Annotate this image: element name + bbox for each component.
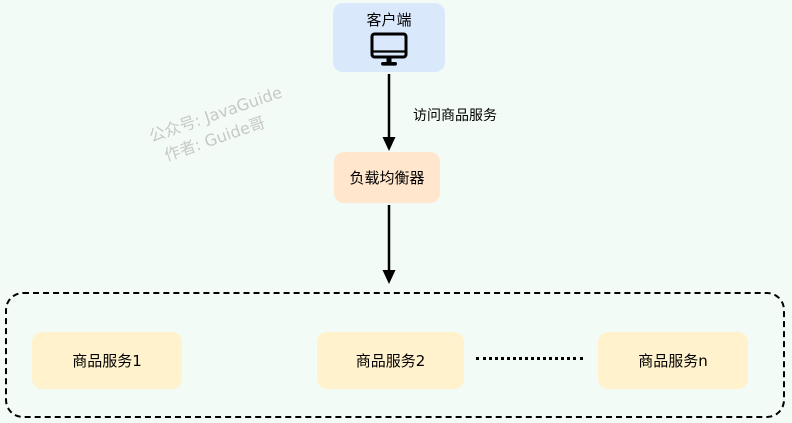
load-balancer-label: 负载均衡器: [349, 169, 425, 187]
load-balancer-node: 负载均衡器: [334, 152, 440, 203]
services-group-container: [5, 292, 785, 418]
service-1-label: 商品服务1: [72, 352, 142, 370]
ellipsis-dots: [476, 357, 583, 360]
edge-label-access-service: 访问商品服务: [413, 108, 497, 124]
client-node: 客户端: [333, 3, 445, 72]
client-label: 客户端: [366, 11, 412, 29]
arrow-client-to-lb: [382, 74, 396, 151]
service-node-1: 商品服务1: [32, 332, 182, 389]
service-node-2: 商品服务2: [317, 332, 464, 389]
service-2-label: 商品服务2: [355, 352, 426, 370]
watermark: 公众号: JavaGuide 作者: Guide哥: [146, 81, 293, 170]
monitor-icon: [370, 32, 408, 66]
arrow-lb-to-services: [382, 205, 396, 284]
service-n-label: 商品服务n: [638, 352, 708, 370]
service-node-n: 商品服务n: [598, 332, 748, 389]
